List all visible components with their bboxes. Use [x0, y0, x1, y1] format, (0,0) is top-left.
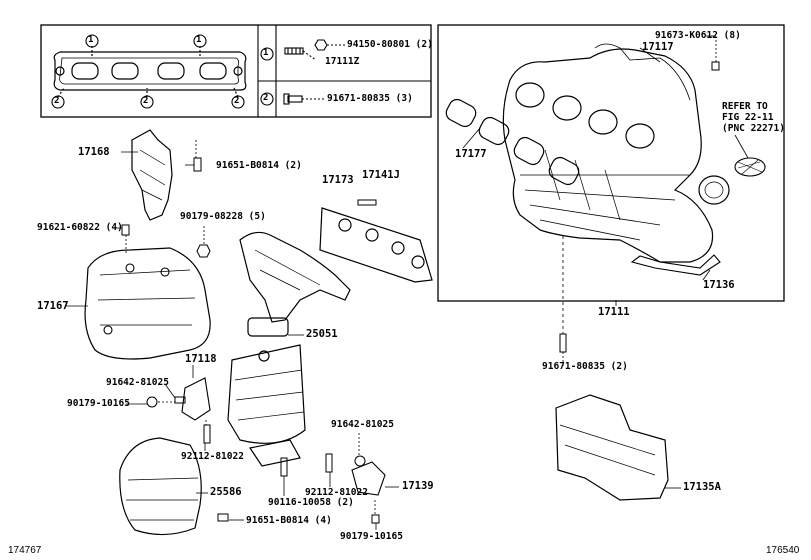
stud-icon — [284, 47, 317, 61]
reference-line-3: (PNC 22271) — [722, 123, 785, 134]
exhaust-heat-insulator — [84, 247, 211, 360]
reference-note: REFER TO FIG 22-11 (PNC 22271) — [722, 101, 785, 134]
part-17118: 17118 — [185, 353, 217, 365]
legend-row2-marker: 2 — [263, 93, 269, 103]
part-17117: 17117 — [642, 41, 674, 53]
bracket-17139 — [351, 461, 386, 496]
part-90179-10165-b: 90179-10165 — [340, 531, 403, 542]
legend-row1-part: 94150-80801 (2) — [347, 39, 433, 50]
legend-callout-circles — [51, 34, 274, 109]
part-17168: 17168 — [78, 146, 110, 158]
heat-insulator-upper — [131, 129, 173, 221]
reference-line-1: REFER TO — [722, 101, 768, 112]
intake-manifold-box — [437, 24, 785, 302]
part-91671-80835-b: 91671-80835 (2) — [542, 361, 628, 372]
part-91642-81025-b: 91642-81025 — [331, 419, 394, 430]
part-25051: 25051 — [306, 328, 338, 340]
part-90116-10058: 90116-10058 (2) — [268, 497, 354, 508]
mesh-screen — [734, 157, 766, 177]
legend-marker-2b: 2 — [143, 96, 149, 106]
legend-row1-marker: 1 — [263, 48, 269, 58]
footer-right-id: 176540 — [766, 545, 800, 556]
part-17111: 17111 — [598, 306, 630, 318]
part-90179-10165-a: 90179-10165 — [67, 398, 130, 409]
part-17173: 17173 — [322, 174, 354, 186]
fasteners — [121, 61, 720, 524]
bracket-17136 — [630, 254, 721, 276]
legend-marker-1a: 1 — [88, 35, 94, 45]
bolt-icon — [283, 93, 325, 105]
legend-marker-2a: 2 — [54, 96, 60, 106]
intake-manifold — [502, 43, 730, 263]
part-17139: 17139 — [402, 480, 434, 492]
part-17167: 17167 — [37, 300, 69, 312]
heat-insulator-17135a — [555, 394, 669, 501]
part-17177: 17177 — [455, 148, 487, 160]
part-25586: 25586 — [210, 486, 242, 498]
gasket-legend-box — [40, 24, 432, 118]
part-91621-60822: 91621-60822 (4) — [37, 222, 123, 233]
part-91642-81025-a: 91642-81025 — [106, 377, 169, 388]
footer-left-id: 174767 — [8, 545, 42, 556]
exhaust-manifold — [227, 231, 351, 467]
part-91673-k0612: 91673-K0612 (8) — [655, 30, 741, 41]
intake-gasket — [445, 98, 580, 186]
legend-row2-part: 91671-80835 (3) — [327, 93, 413, 104]
part-92112-81022-a: 92112-81022 — [181, 451, 244, 462]
legend-marker-1b: 1 — [196, 35, 202, 45]
part-17141j: 17141J — [362, 169, 400, 181]
legend-marker-2c: 2 — [234, 96, 240, 106]
exhaust-port-gasket — [319, 207, 433, 283]
part-91651-b0814-a: 91651-B0814 (2) — [216, 160, 302, 171]
part-17136: 17136 — [703, 279, 735, 291]
part-17135a: 17135A — [683, 481, 721, 493]
part-91651-b0814-b: 91651-B0814 (4) — [246, 515, 332, 526]
legend-row1-ref: 17111Z — [325, 56, 360, 67]
nut-icon — [314, 39, 345, 51]
part-90179-08228: 90179-08228 (5) — [180, 211, 266, 222]
exhaust-manifold-gasket — [53, 46, 247, 98]
lower-heat-insulator — [119, 437, 202, 536]
leader-lines — [66, 35, 749, 530]
bracket-17118 — [181, 377, 211, 421]
part-92112-81022-b: 92112-81022 — [305, 487, 368, 498]
reference-line-2: FIG 22-11 — [722, 112, 774, 123]
